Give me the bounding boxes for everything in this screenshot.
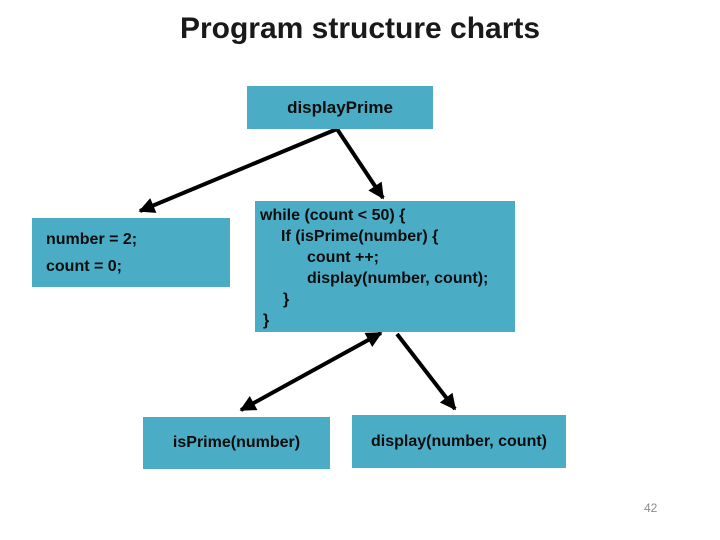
- display-call-label: display(number, count): [370, 432, 547, 450]
- init-line: count = 0;: [46, 257, 123, 275]
- init-line: number = 2;: [46, 230, 138, 248]
- while-loop-box: while (count < 50) { If (isPrime(number)…: [255, 201, 515, 332]
- is-prime-box: isPrime(number): [143, 417, 330, 469]
- while-code-line: }: [283, 291, 290, 308]
- while-code-line: }: [263, 312, 270, 329]
- while-code-line: If (isPrime(number) {: [281, 228, 439, 245]
- arrow-while-to-displaycall: [395, 332, 457, 411]
- display-call-box: display(number, count): [352, 415, 566, 468]
- page-number: 42: [644, 501, 658, 515]
- while-code-line: display(number, count);: [307, 270, 489, 287]
- arrow-displayprime-to-init: [138, 127, 338, 213]
- slide-title: Program structure charts: [179, 12, 541, 45]
- init-box: number = 2; count = 0;: [32, 218, 230, 287]
- arrow-displayprime-to-while: [335, 127, 385, 200]
- while-code-line: count ++;: [307, 249, 380, 266]
- while-code-line: while (count < 50) {: [260, 207, 406, 224]
- display-prime-label: displayPrime: [287, 97, 393, 117]
- is-prime-label: isPrime(number): [172, 434, 301, 451]
- display-prime-box: displayPrime: [247, 86, 433, 129]
- arrow-while-isprime-two-way: [239, 331, 383, 412]
